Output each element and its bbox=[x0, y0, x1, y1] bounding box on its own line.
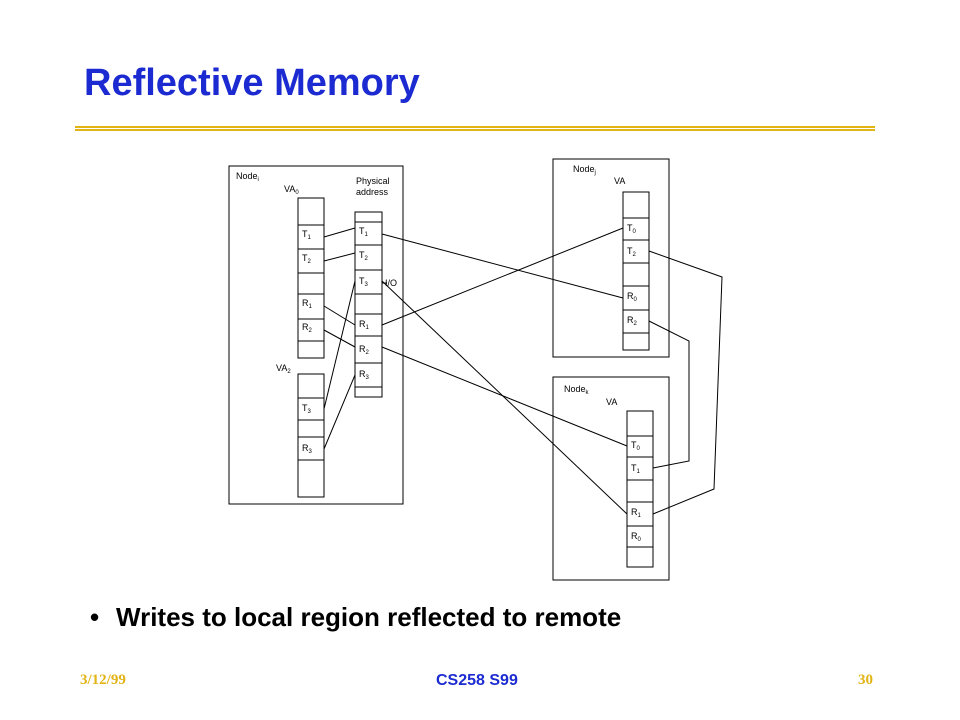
va0-entry-t2: T2 bbox=[302, 253, 312, 265]
phys-entry-r3: R3 bbox=[359, 369, 370, 381]
io-label: I/O bbox=[385, 278, 397, 288]
phys-entry-r1: R1 bbox=[359, 319, 370, 331]
link-r1-to-nodej-t0 bbox=[381, 227, 624, 326]
link-t1-to-nodej-r0 bbox=[381, 233, 624, 299]
phys-entry-t2: T2 bbox=[359, 250, 369, 262]
va2-entry-r3: R3 bbox=[302, 443, 313, 455]
node-k-entry-t1: T1 bbox=[631, 463, 641, 475]
node-j-entry-r0: R0 bbox=[627, 291, 638, 303]
map-va2-t3 bbox=[323, 280, 356, 410]
node-i-label: Nodei bbox=[236, 171, 259, 183]
va2-label: VA2 bbox=[276, 363, 291, 375]
node-k-label: Nodek bbox=[564, 384, 590, 396]
map-va0-r1 bbox=[323, 305, 356, 326]
link-nodej-t2-to-nodek-r1 bbox=[648, 250, 723, 515]
node-j-label: Nodej bbox=[573, 164, 596, 176]
node-k-entry-r0: R0 bbox=[631, 531, 642, 543]
link-nodej-r2-to-nodek-t1 bbox=[648, 320, 690, 469]
bullet-dot: • bbox=[90, 602, 100, 632]
title-underline-top bbox=[75, 126, 875, 128]
va0-label: VA0 bbox=[284, 184, 299, 196]
bullet-text: Writes to local region reflected to remo… bbox=[116, 602, 622, 632]
va2-entry-t3: T3 bbox=[302, 403, 312, 415]
node-k-entry-r1: R1 bbox=[631, 507, 642, 519]
map-va0-t2 bbox=[323, 252, 356, 262]
node-k-va-column bbox=[626, 410, 654, 568]
link-r2-to-nodek-t0 bbox=[381, 346, 628, 447]
physical-address-label-1: Physical bbox=[356, 176, 390, 186]
map-va2-r3 bbox=[323, 374, 356, 450]
va0-entry-t1: T1 bbox=[302, 229, 312, 241]
physical-address-label-2: address bbox=[356, 187, 389, 197]
phys-entry-t1: T1 bbox=[359, 226, 369, 238]
node-k-va-label: VA bbox=[606, 397, 617, 407]
phys-entry-t3: T3 bbox=[359, 276, 369, 288]
phys-column bbox=[354, 211, 383, 398]
va0-entry-r1: R1 bbox=[302, 298, 313, 310]
map-va0-t1 bbox=[323, 227, 356, 238]
node-j-entry-r2: R2 bbox=[627, 315, 638, 327]
title-underline-bottom bbox=[75, 129, 875, 131]
link-t3-to-nodek-r1 bbox=[381, 280, 628, 515]
node-i-box bbox=[228, 165, 404, 505]
node-j-va-label: VA bbox=[614, 176, 625, 186]
slide-title: Reflective Memory bbox=[84, 62, 420, 104]
phys-entry-r2: R2 bbox=[359, 344, 370, 356]
va0-entry-r2: R2 bbox=[302, 322, 313, 334]
node-k-box bbox=[552, 376, 670, 581]
node-j-va-column bbox=[622, 191, 650, 351]
node-j-box bbox=[552, 158, 670, 358]
footer-page-number: 30 bbox=[858, 672, 873, 688]
footer-course: CS258 S99 bbox=[436, 672, 518, 689]
va0-column bbox=[297, 197, 325, 359]
bullet-point: • Writes to local region reflected to rem… bbox=[90, 602, 621, 633]
map-va0-r2 bbox=[323, 329, 356, 348]
node-j-entry-t0: T0 bbox=[627, 223, 637, 235]
node-k-entry-t0: T0 bbox=[631, 440, 641, 452]
node-j-entry-t2: T2 bbox=[627, 246, 637, 258]
footer-date: 3/12/99 bbox=[80, 672, 126, 688]
va2-column bbox=[297, 373, 325, 498]
